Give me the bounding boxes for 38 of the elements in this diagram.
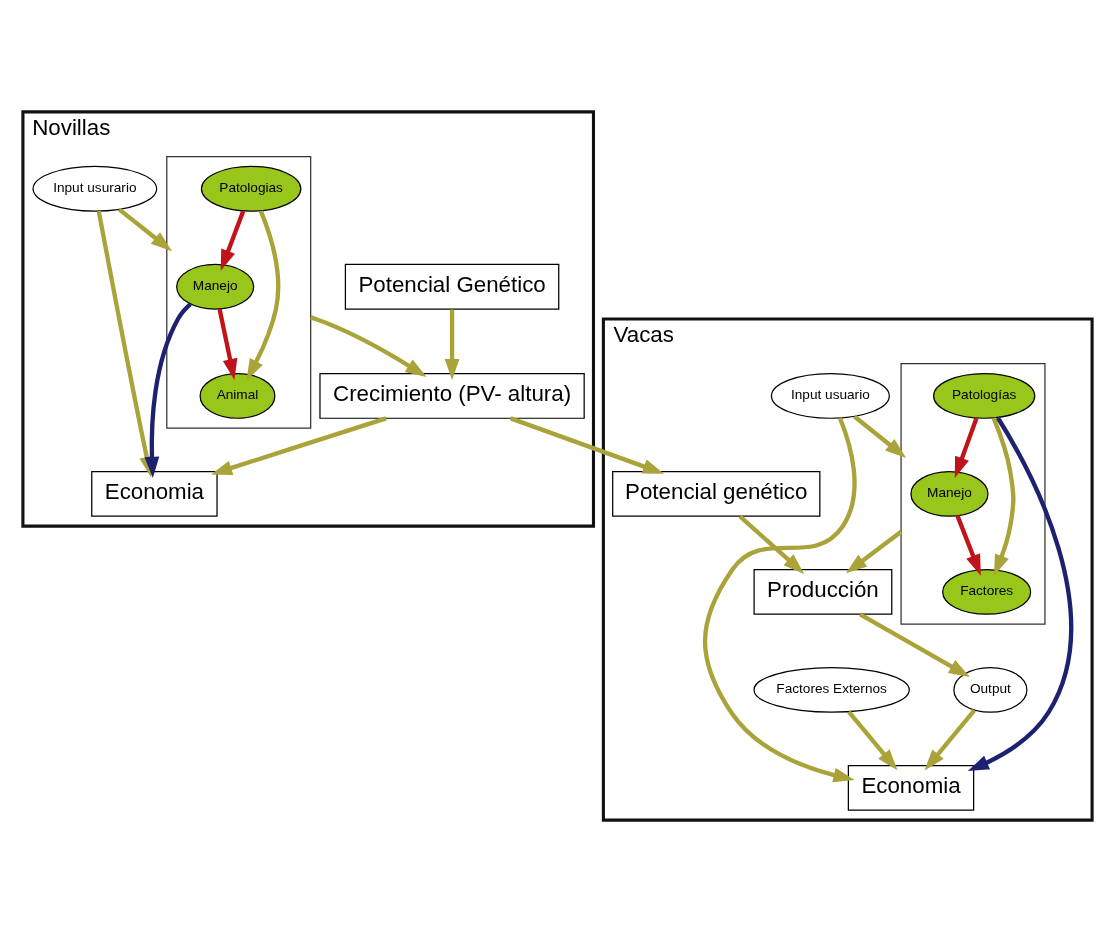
arrow [702,417,857,783]
node-box: Crecimiento (PV- altura) [319,372,585,419]
node-ellipse: Animal [199,372,276,419]
arrow [991,417,1016,576]
node-box: Economia [847,764,975,811]
cluster [166,155,312,429]
arrow [967,416,1074,772]
arrow [117,207,172,252]
arrow [144,302,192,478]
arrow [444,309,460,381]
node-box: Potencial Genético [344,263,560,310]
node-ellipse: Manejo [910,470,989,517]
node-ellipse: Factores [942,568,1032,615]
node-box: Producción [753,568,893,615]
node-ellipse: Output [953,666,1028,713]
node-box: Potencial genético [612,470,821,517]
arrow [955,515,981,576]
node-ellipse: Patologias [200,165,302,212]
arrow [853,414,907,458]
arrow [210,416,387,476]
arrow [220,210,246,271]
arrow [924,709,976,771]
node-ellipse: Input usurario [32,165,158,212]
arrow [847,710,898,771]
node-box: Economia [91,470,218,517]
arrow [310,315,427,377]
arrow [738,514,805,574]
node-ellipse: Manejo [176,263,255,310]
arrow [217,308,238,381]
node-ellipse: Patologías [932,372,1036,419]
cluster [900,363,1046,625]
arrow [954,417,979,479]
arrow [859,612,970,677]
node-ellipse: Input usuario [770,372,890,419]
arrow [845,529,903,574]
arrow [509,416,664,474]
node-ellipse: Factores Externos [753,666,910,713]
arrow [246,210,281,381]
